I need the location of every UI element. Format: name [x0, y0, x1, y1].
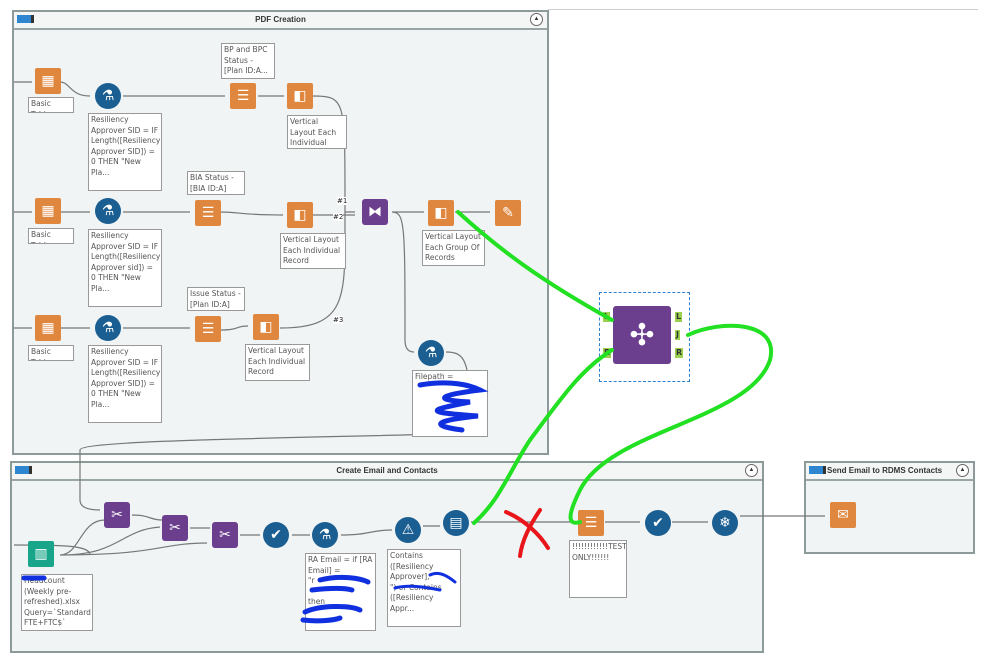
- container-icon: [17, 15, 34, 23]
- summarize-tool-icon[interactable]: ☰: [578, 510, 604, 536]
- join-left-output[interactable]: L: [675, 312, 683, 322]
- join-tool-icon[interactable]: ✂: [162, 515, 188, 541]
- collapse-icon[interactable]: ▲: [956, 464, 969, 477]
- join-right-output[interactable]: R: [675, 348, 684, 358]
- redaction-scribble: [393, 571, 457, 592]
- join-tool-icon[interactable]: ✂: [104, 502, 130, 528]
- annotation: Vertical Layout Each Group Of Records: [422, 230, 485, 266]
- container-header: Create Email and Contacts ▲: [12, 463, 762, 481]
- summarize-tool-icon[interactable]: ☰: [195, 316, 221, 342]
- layout-tool-icon[interactable]: ◧: [287, 83, 313, 109]
- table-tool-icon[interactable]: ▦: [35, 198, 61, 224]
- union-input-tag: #1: [337, 197, 348, 205]
- email-tool-icon[interactable]: ✉: [830, 502, 856, 528]
- join-tool-icon[interactable]: ✂: [212, 522, 238, 548]
- join-join-output[interactable]: J: [675, 330, 680, 340]
- formula-tool-icon[interactable]: ⚗: [95, 198, 121, 224]
- container-send-email[interactable]: Send Email to RDMS Contacts ▲: [804, 461, 975, 554]
- formula-tool-icon[interactable]: ⚗: [95, 315, 121, 341]
- redaction-scribble: [417, 380, 489, 433]
- annotation: Vertical Layout Each Individual Record: [280, 233, 346, 269]
- annotation: Resiliency Approver SID = IF Length([Res…: [88, 113, 162, 191]
- annotation: BP and BPC Status - [Plan ID:A...: [221, 43, 275, 79]
- annotation: Basic Table: [28, 228, 74, 244]
- summarize-tool-icon[interactable]: ☰: [230, 83, 256, 109]
- annotation: Basic Table: [28, 345, 74, 361]
- container-icon: [809, 466, 826, 474]
- annotation: !!!!!!!!!!!!TEST ONLY!!!!!! ...: [569, 540, 627, 598]
- container-header: Send Email to RDMS Contacts ▲: [806, 463, 973, 481]
- table-tool-icon[interactable]: ▦: [35, 315, 61, 341]
- annotation: Basic Table: [28, 97, 74, 113]
- green-annotation-line: [456, 210, 614, 322]
- container-header: PDF Creation ▲: [14, 12, 547, 30]
- summarize-tool-icon[interactable]: ☰: [195, 200, 221, 226]
- red-x-mark: [504, 508, 550, 558]
- union-input-tag: #2: [333, 213, 344, 221]
- snowflake-tool-icon[interactable]: ❄: [712, 510, 738, 536]
- union-tool-icon[interactable]: ⧓: [362, 199, 388, 225]
- input-data-tool-icon[interactable]: ▥: [28, 541, 54, 567]
- layout-tool-icon[interactable]: ◧: [287, 202, 313, 228]
- collapse-icon[interactable]: ▲: [745, 464, 758, 477]
- annotation: Headcount (Weekly pre-refreshed).xlsx Qu…: [21, 574, 93, 631]
- select-tool-icon[interactable]: ✔: [645, 510, 671, 536]
- formula-tool-icon[interactable]: ⚗: [95, 83, 121, 109]
- annotation: Resiliency Approver SID = IF Length([Res…: [88, 345, 162, 423]
- join-tool-icon[interactable]: ✣: [613, 306, 671, 364]
- canvas-edge: [548, 9, 978, 10]
- annotation: Vertical Layout Each Individual Record: [287, 115, 347, 149]
- render-tool-icon[interactable]: ✎: [495, 200, 521, 226]
- formula-tool-icon[interactable]: ⚗: [312, 522, 338, 548]
- formula-tool-icon[interactable]: ⚗: [418, 340, 444, 366]
- green-annotation-line: [568, 323, 774, 525]
- green-annotation-line: [472, 348, 614, 525]
- container-title: Send Email to RDMS Contacts: [827, 466, 943, 475]
- annotation: Vertical Layout Each Individual Record: [245, 344, 310, 381]
- annotation: Resiliency Approver SID = IF Length([Res…: [88, 229, 162, 307]
- redaction-scribble: [300, 574, 371, 624]
- filter-tool-icon[interactable]: ⚠: [395, 517, 421, 543]
- layout-tool-icon[interactable]: ◧: [253, 314, 279, 340]
- collapse-icon[interactable]: ▲: [530, 13, 543, 26]
- container-title: Create Email and Contacts: [336, 466, 438, 475]
- selection-box: [599, 292, 690, 382]
- annotation: BIA Status - [BIA ID:A]: [187, 171, 245, 195]
- union-input-tag: #3: [333, 316, 344, 324]
- table-tool-icon[interactable]: ▦: [35, 68, 61, 94]
- container-title: PDF Creation: [255, 15, 306, 24]
- container-icon: [15, 466, 32, 474]
- layout-tool-icon[interactable]: ◧: [428, 200, 454, 226]
- annotation: Issue Status - [Plan ID:A]: [187, 287, 245, 311]
- select-tool-icon[interactable]: ✔: [263, 522, 289, 548]
- crosstab-tool-icon[interactable]: ▤: [443, 510, 469, 536]
